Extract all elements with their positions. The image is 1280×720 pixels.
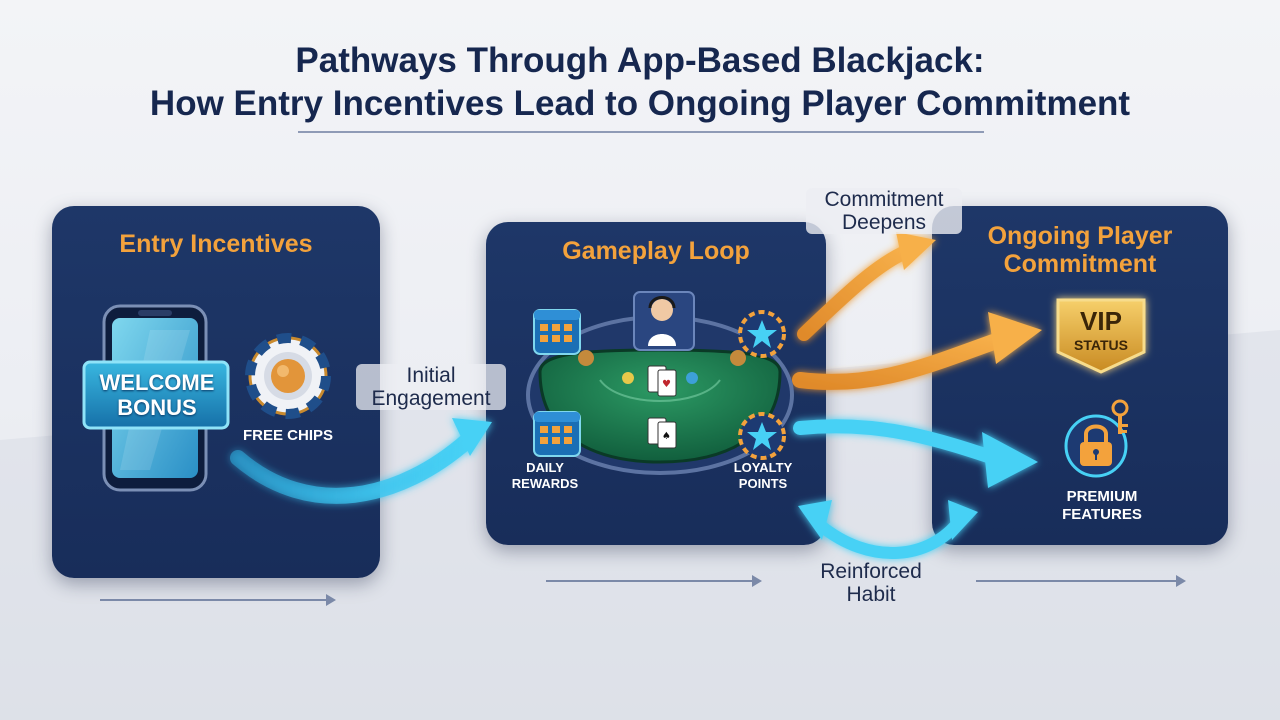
playing-card-icon: ♥ ♠: [647, 365, 677, 449]
star-badge-icon: [738, 412, 786, 460]
star-badge-icon: [738, 310, 786, 358]
svg-text:♠: ♠: [662, 431, 671, 442]
vip-flow-arrow: [792, 312, 1042, 390]
commitment-deepens-label: Commitment Deepens: [806, 188, 962, 234]
svg-text:♥: ♥: [662, 379, 671, 390]
commitment-deepens-arrow: [797, 232, 936, 341]
welcome-bonus-label: WELCOME BONUS: [99, 370, 215, 420]
ongoing-commitment-panel: [932, 206, 1228, 545]
vip-status-label: STATUS: [1074, 337, 1128, 353]
key-icon: [1111, 399, 1129, 434]
calendar-icon: [533, 411, 581, 457]
premium-flow-arrow: [793, 419, 1038, 488]
progress-arrow-loop: [546, 575, 762, 587]
free-chips-label: FREE CHIPS: [242, 427, 333, 444]
calendar-icon: [533, 309, 581, 355]
title-line-2: How Entry Incentives Lead to Ongoing Pla…: [149, 84, 1131, 123]
vip-label: VIP: [1080, 306, 1122, 336]
dealer-icon: [633, 291, 695, 351]
initial-engagement-label: Initial Engagement: [356, 364, 506, 410]
reinforced-habit-label: Reinforced Habit: [820, 560, 922, 606]
progress-arrow-entry: [100, 594, 336, 606]
title-divider: [298, 131, 984, 133]
welcome-bonus-banner: [82, 360, 230, 430]
loyalty-points-label: LOYALTY POINTS: [733, 460, 793, 491]
daily-rewards-label: DAILY REWARDS: [511, 460, 579, 491]
poker-chip-icon: [245, 333, 331, 419]
progress-arrow-commitment: [976, 575, 1186, 587]
vip-shield-icon: [1056, 298, 1146, 374]
padlock-icon: [1064, 414, 1128, 478]
gameplay-loop-title: Gameplay Loop: [562, 237, 750, 265]
title-line-1: Pathways Through App-Based Blackjack:: [295, 41, 985, 80]
premium-features-label: PREMIUM FEATURES: [1062, 488, 1142, 523]
entry-incentives-title: Entry Incentives: [119, 230, 313, 258]
reinforced-habit-arrow: [798, 500, 978, 559]
ongoing-commitment-title: Ongoing Player Commitment: [987, 222, 1173, 278]
initial-engagement-arrow: [230, 418, 492, 504]
